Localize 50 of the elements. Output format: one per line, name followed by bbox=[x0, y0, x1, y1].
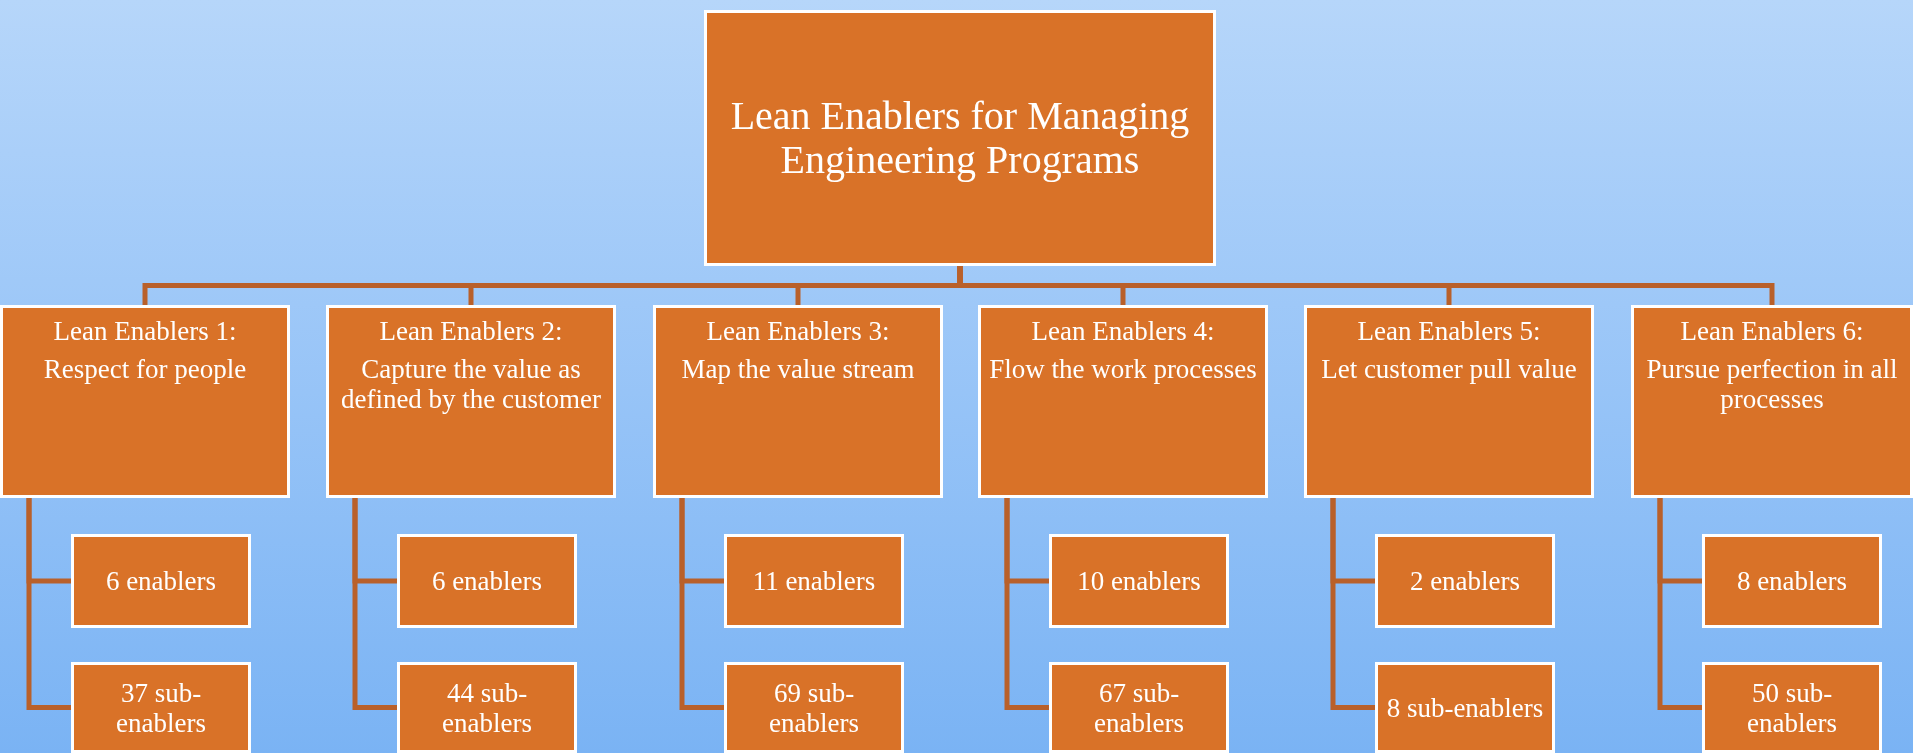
box-text: Let customer pull value bbox=[1321, 354, 1577, 384]
connector-line bbox=[26, 498, 71, 710]
process-box bbox=[978, 305, 1268, 498]
connector-line bbox=[1004, 498, 1049, 710]
box-text: Flow the work processes bbox=[989, 354, 1257, 384]
box-heading: Lean Enablers 5: bbox=[1357, 316, 1541, 346]
box-text: 44 sub-enablers bbox=[441, 677, 533, 738]
box-text: Respect for people bbox=[43, 354, 247, 384]
box-heading: Lean Enablers 1: bbox=[53, 316, 237, 346]
process-box bbox=[1375, 662, 1555, 753]
process-box bbox=[1702, 662, 1882, 753]
process-box bbox=[71, 534, 251, 628]
box-text: 37 sub-enablers bbox=[115, 677, 207, 738]
box-text: 11 enablers bbox=[752, 566, 876, 596]
process-box bbox=[1049, 534, 1229, 628]
connector-line bbox=[679, 498, 724, 710]
process-box bbox=[0, 305, 290, 498]
process-box bbox=[326, 305, 616, 498]
box-heading: Lean Enablers 6: bbox=[1680, 316, 1864, 346]
box-text: 10 enablers bbox=[1077, 566, 1201, 596]
box-text: 50 sub-enablers bbox=[1746, 677, 1838, 738]
process-box bbox=[397, 662, 577, 753]
box-text: Capture the value as defined by the customer bbox=[339, 354, 603, 414]
connector-line bbox=[352, 498, 397, 710]
process-box bbox=[71, 662, 251, 753]
connector-line bbox=[1657, 498, 1702, 710]
process-box bbox=[724, 662, 904, 753]
box-text: 69 sub-enablers bbox=[768, 677, 860, 738]
box-text: 67 sub-enablers bbox=[1093, 677, 1185, 738]
process-box bbox=[1304, 305, 1594, 498]
process-box bbox=[1049, 662, 1229, 753]
box-heading: Lean Enablers 4: bbox=[1031, 316, 1215, 346]
box-text: Lean Enablers for Managing Engineering Programs bbox=[729, 94, 1191, 182]
process-box bbox=[1631, 305, 1913, 498]
process-box bbox=[1702, 534, 1882, 628]
box-text: 2 enablers bbox=[1409, 566, 1521, 596]
process-box bbox=[1375, 534, 1555, 628]
box-text: 8 sub-enablers bbox=[1386, 692, 1544, 723]
process-box bbox=[653, 305, 943, 498]
box-text: Map the value stream bbox=[681, 354, 915, 384]
box-text: 8 enablers bbox=[1736, 566, 1848, 596]
box-text: 6 enablers bbox=[431, 566, 543, 596]
box-heading: Lean Enablers 2: bbox=[379, 316, 563, 346]
connector-line bbox=[1330, 498, 1375, 710]
box-text: 6 enablers bbox=[105, 566, 217, 596]
process-box bbox=[397, 534, 577, 628]
process-box bbox=[704, 10, 1216, 266]
process-box bbox=[724, 534, 904, 628]
box-heading: Lean Enablers 3: bbox=[706, 316, 890, 346]
box-text: Pursue perfection in all processes bbox=[1645, 354, 1899, 414]
